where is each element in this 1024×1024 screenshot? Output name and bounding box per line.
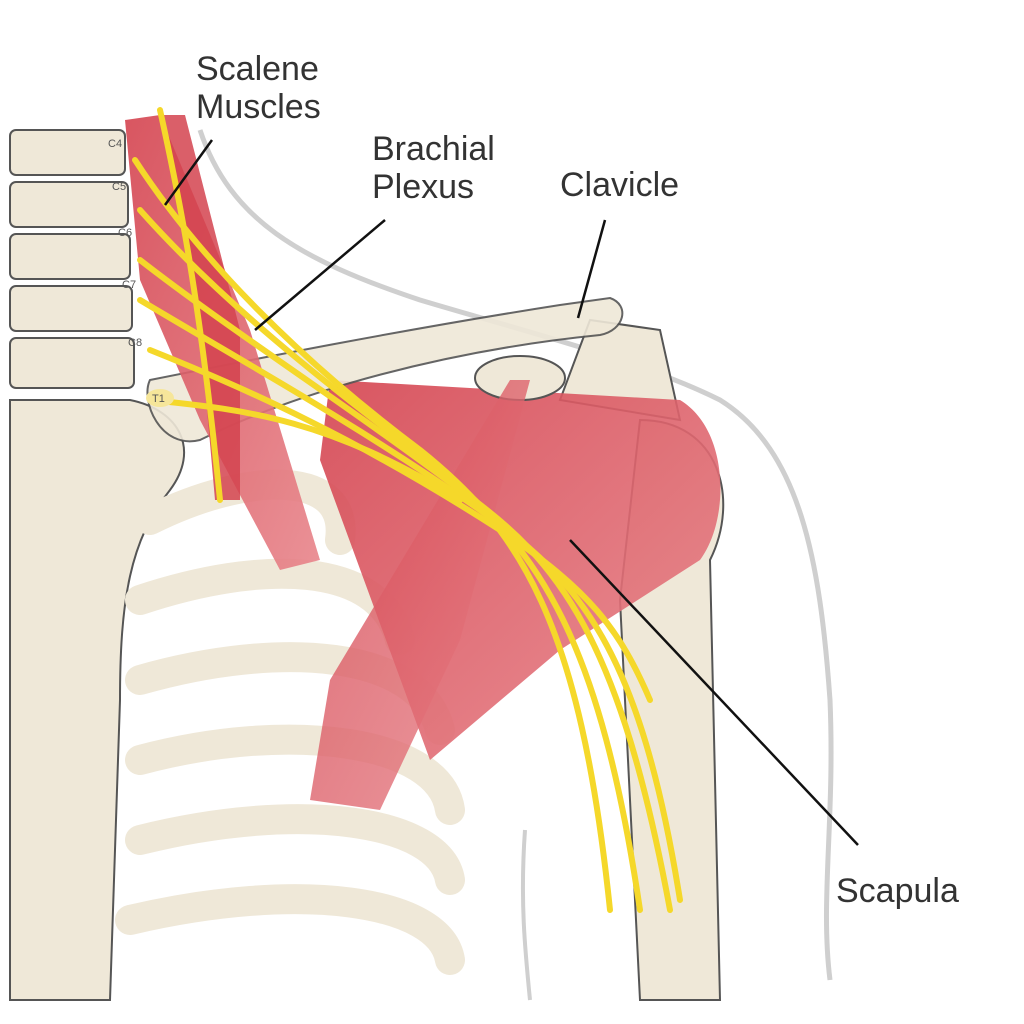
vertebra-label: C4: [108, 138, 122, 150]
label-brachial-plexus: Brachial Plexus: [372, 130, 495, 206]
body-outline: [197, 129, 834, 981]
label-clavicle: Clavicle: [560, 166, 680, 204]
label-line: Scalene: [196, 50, 319, 88]
label-line: Brachial: [372, 130, 495, 168]
leader-lines: [163, 139, 859, 846]
brachial-plexus-nerves: [132, 107, 683, 913]
spine: [9, 129, 186, 1001]
vertebra-label: C5: [112, 181, 126, 193]
arm-inner-outline: [520, 829, 532, 1001]
vertebra-label: C7: [122, 279, 136, 291]
vertebra-label: T1: [152, 393, 165, 405]
vertebra-label: C6: [118, 227, 132, 239]
pectoralis-minor: [310, 380, 530, 810]
t1-marker: [146, 389, 174, 407]
label-scalene-muscles: Scalene Muscles: [196, 50, 321, 126]
vertebra-label: C8: [128, 337, 142, 349]
label-line: Muscles: [196, 88, 321, 126]
label-line: Plexus: [372, 168, 475, 206]
label-scapula: Scapula: [836, 872, 959, 910]
